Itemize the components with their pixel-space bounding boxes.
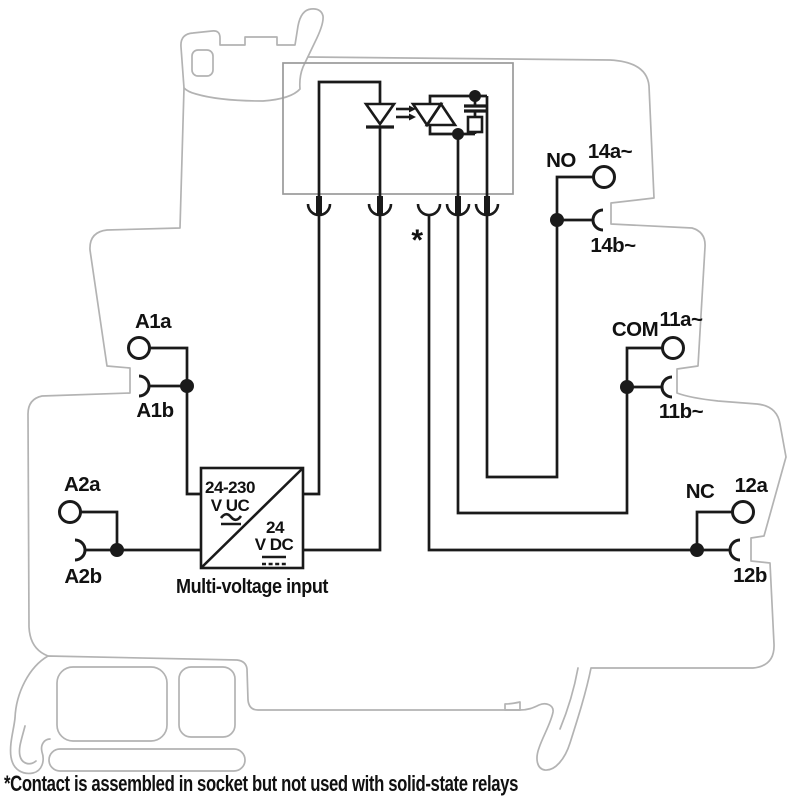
socket-4 (445, 196, 471, 217)
footnote-text: *Contact is assembled in socket but not … (4, 771, 518, 796)
foot-hook-inner-line (18, 725, 37, 765)
label-12a: 12a (735, 474, 769, 497)
label-a1a: A1a (135, 310, 172, 333)
terminal-a2a (58, 500, 82, 524)
multi-voltage-input-block: 24-230 V UC 24 V DC Multi-voltage input (176, 466, 329, 598)
din-rail-edge (504, 701, 521, 711)
label-12b: 12b (733, 564, 767, 587)
junction-no (550, 213, 564, 227)
label-a2b: A2b (64, 565, 101, 588)
junction-com (620, 380, 634, 394)
label-a1b: A1b (136, 399, 173, 422)
snubber-capacitor-icon (464, 104, 486, 113)
socket-5 (474, 196, 500, 217)
junction-nc (690, 543, 704, 557)
terminal-14a (592, 165, 616, 189)
foot-slot (48, 748, 246, 772)
light-emission-arrows-icon (396, 105, 416, 121)
terminal-a1a (127, 336, 151, 360)
label-11b: 11b~ (659, 400, 704, 423)
label-14b: 14b~ (590, 234, 636, 257)
terminal-12a (731, 500, 755, 524)
wire-com-loop (456, 215, 662, 515)
asterisk-mark: * (411, 224, 423, 257)
label-no: NO (546, 149, 576, 172)
triac-icon (410, 101, 458, 128)
label-11a: 11a~ (659, 308, 703, 331)
wires (80, 80, 732, 552)
wire-no-loop (485, 175, 593, 479)
terminal-labels: A1a A1b A2a A2b NO 14a~ 14b~ COM 11a~ 11… (64, 140, 769, 588)
wire-socket1-to-led (317, 80, 382, 196)
snubber-resistor-icon (466, 115, 484, 134)
led-triangle-icon (363, 102, 397, 127)
wire-a2-to-input-block (80, 510, 201, 552)
terminal-a2b (74, 538, 87, 562)
input-block-diagonal (200, 467, 304, 569)
junction-a1 (180, 379, 194, 393)
socket-1 (306, 196, 332, 217)
wire-input-block-to-socket2 (303, 215, 382, 552)
terminal-11a (661, 336, 685, 360)
input-block-caption: Multi-voltage input (176, 576, 329, 598)
wire-a1-to-input-block (150, 346, 201, 496)
release-lever-path (180, 8, 324, 102)
input-unit-dc: V DC (255, 535, 294, 554)
housing-body-right-path (9, 56, 787, 775)
socket-2 (367, 196, 393, 217)
label-nc: NC (686, 480, 715, 503)
junction-snubber-bottom (452, 128, 464, 140)
label-com: COM (612, 318, 658, 341)
terminal-a1b (138, 374, 151, 398)
terminal-14b (591, 208, 604, 232)
foot-cutout-left (56, 666, 168, 742)
terminal-12b (728, 538, 741, 562)
socket-3-unused (416, 203, 442, 217)
input-unit-uc: V UC (211, 496, 250, 515)
dc-symbol-icon (262, 555, 286, 566)
foot-cutout-right (178, 666, 236, 738)
label-14a: 14a~ (588, 140, 633, 163)
wire-triac-top-rail (428, 94, 487, 104)
wire-input-block-to-socket1 (303, 215, 321, 496)
uc-symbol-icon (219, 512, 243, 526)
junction-a2 (110, 543, 124, 557)
junction-snubber-top (469, 90, 481, 102)
input-range-dc: 24 (266, 518, 285, 537)
input-block-box (199, 466, 305, 570)
junction-dots (110, 90, 704, 557)
release-lever-cutout (191, 49, 214, 77)
housing-body-left-path (27, 87, 185, 657)
terminal-contacts (58, 165, 755, 562)
terminal-11b (660, 375, 673, 399)
input-range-uc: 24-230 (205, 478, 255, 497)
electronics-box (282, 62, 514, 195)
optocoupler (363, 101, 486, 134)
plug-sockets (306, 196, 500, 217)
din-claw-inner-line (559, 667, 579, 730)
label-a2a: A2a (64, 473, 101, 496)
module-housing-outline (9, 8, 787, 775)
